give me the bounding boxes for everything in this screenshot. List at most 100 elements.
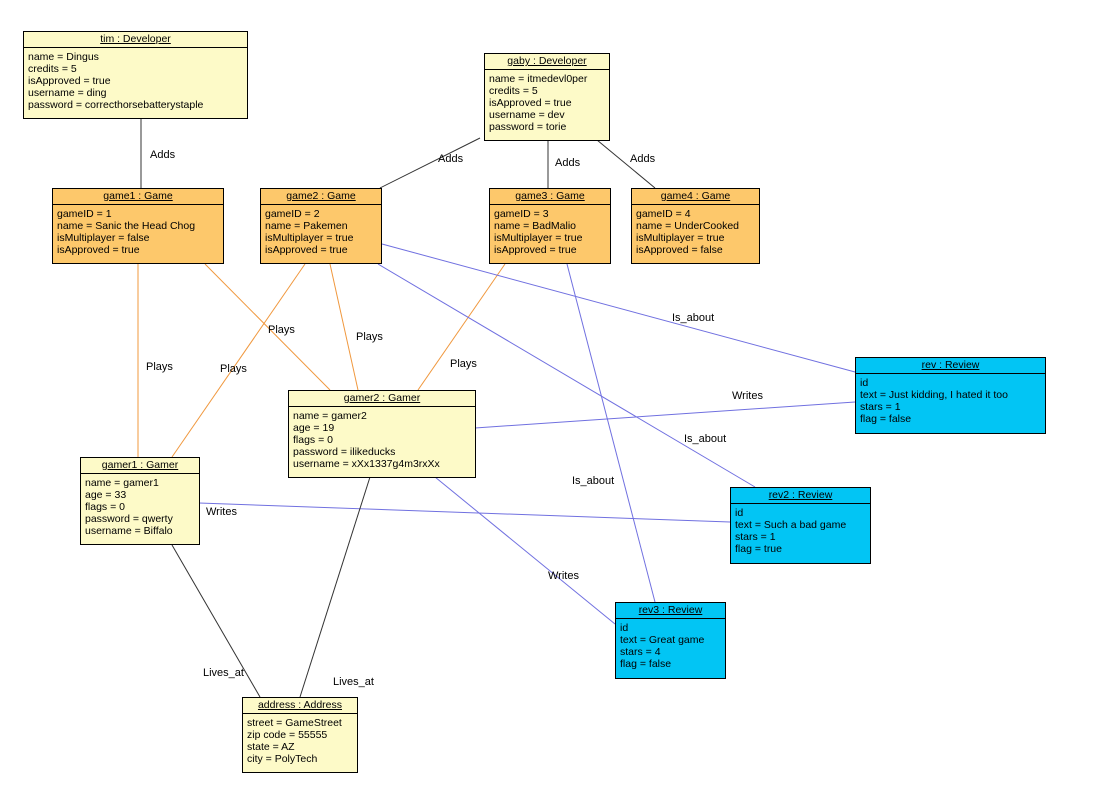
object-title: address : Address	[243, 698, 357, 714]
attribute: isMultiplayer = true	[636, 232, 725, 244]
attribute: name = itmedevl0per	[489, 73, 588, 85]
object-title: rev : Review	[856, 358, 1045, 374]
plays-line-game3-gamer2	[417, 263, 506, 391]
object-game4-game[interactable]: game4 : Game gameID = 4 name = UnderCook…	[631, 188, 760, 264]
attribute: username = dev	[489, 109, 565, 121]
attribute: password = ilikeducks	[293, 446, 396, 458]
writes-line-gamer1-rev2	[198, 502, 731, 523]
attribute: gameID = 2	[265, 208, 320, 220]
attribute: flags = 0	[293, 434, 333, 446]
attribute: password = torie	[489, 121, 567, 133]
object-gamer2-gamer[interactable]: gamer2 : Gamer name = gamer2 age = 19 fl…	[288, 390, 476, 478]
attribute: name = Pakemen	[265, 220, 348, 232]
object-rev3-review[interactable]: rev3 : Review id text = Great game stars…	[615, 602, 726, 679]
adds-label-gaby-game3: Adds	[555, 157, 581, 169]
attribute: stars = 1	[860, 401, 901, 413]
attribute: credits = 5	[28, 63, 77, 75]
writes-label-gamer1-rev2: Writes	[206, 506, 237, 518]
plays-label-game2-gamer1: Plays	[220, 363, 247, 375]
writes-label-gamer2-rev3: Writes	[548, 570, 579, 582]
object-address-address[interactable]: address : Address street = GameStreet zi…	[242, 697, 358, 773]
attribute: isApproved = true	[489, 97, 572, 109]
attribute: id	[620, 622, 629, 634]
object-gamer1-gamer[interactable]: gamer1 : Gamer name = gamer1 age = 33 fl…	[80, 457, 200, 545]
attribute: flag = true	[735, 543, 782, 555]
attribute: password = correcthorsebatterystaple	[28, 99, 204, 111]
attribute: name = gamer1	[85, 477, 159, 489]
lives-at-label-gamer2: Lives_at	[333, 676, 374, 688]
is-about-label-game2-rev: Is_about	[672, 312, 715, 324]
writes-label-gamer2-rev: Writes	[732, 390, 763, 402]
object-title: rev2 : Review	[731, 488, 870, 504]
attribute: id	[860, 377, 869, 389]
object-tim-developer[interactable]: tim : Developer name = Dingus credits = …	[23, 31, 248, 119]
object-title: gamer2 : Gamer	[289, 391, 475, 407]
is-about-line-game2-rev2	[377, 263, 756, 488]
object-game2-game[interactable]: game2 : Game gameID = 2 name = Pakemen i…	[260, 188, 382, 264]
attribute: name = Dingus	[28, 51, 99, 63]
adds-label-tim-game1: Adds	[150, 149, 176, 161]
object-rev-review[interactable]: rev : Review id text = Just kidding, I h…	[855, 357, 1046, 434]
plays-line-game2-gamer1	[171, 263, 306, 458]
attribute: stars = 4	[620, 646, 661, 658]
plays-line-game1-gamer2	[204, 263, 331, 391]
attribute: gameID = 4	[636, 208, 691, 220]
is-about-label-game2-rev2: Is_about	[684, 433, 727, 445]
attribute: isApproved = true	[265, 244, 348, 256]
attribute: age = 33	[85, 489, 127, 501]
adds-line-gaby-game4	[596, 139, 656, 189]
lives-at-label-gamer1: Lives_at	[203, 667, 244, 679]
object-game3-game[interactable]: game3 : Game gameID = 3 name = BadMalio …	[489, 188, 611, 264]
attribute: isMultiplayer = false	[57, 232, 150, 244]
is-about-label-game3-rev3: Is_about	[572, 475, 615, 487]
attribute: name = Sanic the Head Chog	[57, 220, 196, 232]
attribute: username = Biffalo	[85, 525, 173, 537]
adds-label-gaby-game4: Adds	[630, 153, 656, 165]
attribute: gameID = 1	[57, 208, 112, 220]
is-about-line-game2-rev	[381, 243, 856, 373]
writes-line-gamer2-rev	[474, 401, 856, 429]
attribute: name = gamer2	[293, 410, 367, 422]
object-title: game3 : Game	[490, 189, 610, 205]
attribute: username = xXx1337g4m3rxXx	[293, 458, 440, 470]
object-title: rev3 : Review	[616, 603, 725, 619]
attribute: name = UnderCooked	[636, 220, 740, 232]
object-title: gamer1 : Gamer	[81, 458, 199, 474]
attribute: password = qwerty	[85, 513, 173, 525]
attribute: flag = false	[860, 413, 912, 425]
object-rev2-review[interactable]: rev2 : Review id text = Such a bad game …	[730, 487, 871, 564]
plays-line-game2-gamer2	[329, 263, 359, 391]
attribute: age = 19	[293, 422, 335, 434]
attribute: isApproved = true	[57, 244, 140, 256]
attribute: flags = 0	[85, 501, 125, 513]
plays-label-game2-gamer2: Plays	[356, 331, 383, 343]
object-gaby-developer[interactable]: gaby : Developer name = itmedevl0per cre…	[484, 53, 610, 141]
attribute: gameID = 3	[494, 208, 549, 220]
attribute: text = Just kidding, I hated it too	[860, 389, 1008, 401]
plays-label-game1-gamer2: Plays	[268, 324, 295, 336]
attribute: username = ding	[28, 87, 107, 99]
attribute: stars = 1	[735, 531, 776, 543]
attribute: isMultiplayer = true	[265, 232, 354, 244]
adds-line-gaby-game2	[379, 137, 481, 189]
lives-at-line-gamer2	[299, 476, 371, 698]
object-title: tim : Developer	[24, 32, 247, 48]
attribute: street = GameStreet	[247, 717, 342, 729]
object-game1-game[interactable]: game1 : Game gameID = 1 name = Sanic the…	[52, 188, 224, 264]
attribute: isApproved = true	[494, 244, 577, 256]
attribute: city = PolyTech	[247, 753, 318, 765]
object-title: game2 : Game	[261, 189, 381, 205]
attribute: state = AZ	[247, 741, 295, 753]
object-title: game4 : Game	[632, 189, 759, 205]
is-about-line-game3-rev3	[566, 263, 656, 603]
attribute: flag = false	[620, 658, 672, 670]
attribute: text = Great game	[620, 634, 705, 646]
attribute: isApproved = false	[636, 244, 723, 256]
plays-label-game1-gamer1: Plays	[146, 361, 173, 373]
attribute: isMultiplayer = true	[494, 232, 583, 244]
lives-at-line-gamer1	[171, 544, 261, 698]
object-title: game1 : Game	[53, 189, 223, 205]
plays-label-game3-gamer2: Plays	[450, 358, 477, 370]
writes-line-gamer2-rev3	[434, 476, 616, 625]
